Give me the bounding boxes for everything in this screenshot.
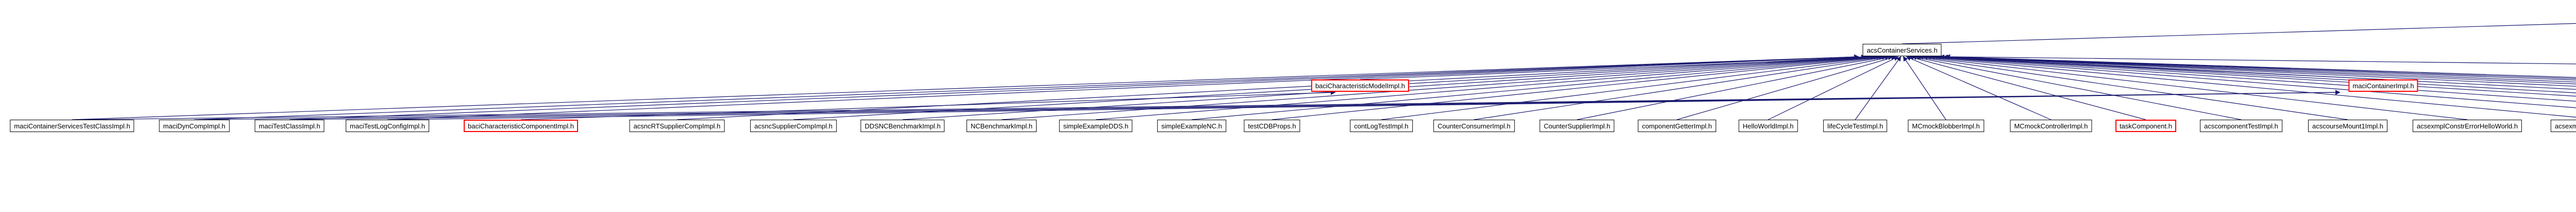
include-edge [1191,54,1882,120]
include-edge [1945,54,2576,85]
graph-node-mcMockBlobber[interactable]: MCmockBlobberImpl.h [1908,120,1984,132]
graph-node-acsContainerServices[interactable]: acsContainerServices.h [1862,44,1942,56]
graph-node-simpleExampleNC[interactable]: simpleExampleNC.h [1157,120,1226,132]
include-edge [1903,56,1946,120]
include-edge [1945,54,2576,79]
include-edge [1906,56,2052,120]
include-edge [1001,54,1876,120]
include-edge [1945,54,2576,83]
include-edge [1945,54,2576,80]
graph-node-maciTestLogConfig[interactable]: maciTestLogConfigImpl.h [346,120,429,132]
include-edge [1902,23,2576,44]
graph-node-ddsncBenchmark[interactable]: DDSNCBenchmarkImpl.h [860,120,945,132]
graph-node-ncBenchmark[interactable]: NCBenchmarkImpl.h [967,120,1037,132]
include-edge [1918,55,2468,120]
include-edge [394,90,2341,120]
graph-node-taskComponent[interactable]: taskComponent.h [2115,120,2176,132]
include-edge [1939,54,2576,90]
include-edge [676,54,1867,120]
include-edge [194,54,1859,120]
include-edge [1943,54,2576,87]
include-edge [1676,55,1896,120]
graph-node-componentGetter[interactable]: componentGetterImpl.h [1638,120,1716,132]
include-edge [1922,54,2576,118]
include-edge [1933,54,2576,97]
graph-node-acsncRTSupplierComp[interactable]: acsncRTSupplierCompImpl.h [629,120,725,132]
include-edge [1272,55,1884,120]
graph-node-maciDynComp[interactable]: maciDynCompImpl.h [159,120,230,132]
include-edge [72,54,1859,120]
graph-node-baciCharacteristicModelImpl[interactable]: baciCharacteristicModelImpl.h [1311,79,1410,92]
graph-node-maciContainerImpl[interactable]: maciContainerImpl.h [2348,79,2418,92]
include-edge [520,90,1336,120]
graph-node-counterSupplier[interactable]: CounterSupplierImpl.h [1539,120,1615,132]
include-edge [1926,54,2576,108]
graph-node-acscourseMount1[interactable]: acscourseMount1Impl.h [2308,120,2388,132]
include-edge [1908,55,2146,120]
graph-node-counterConsumer[interactable]: CounterConsumerImpl.h [1433,120,1515,132]
graph-node-helloWorld[interactable]: HelloWorldImpl.h [1738,120,1798,132]
include-edge [289,54,1859,120]
include-edge [1914,55,2348,120]
include-edge [1936,54,2576,93]
include-edge [1945,54,2576,78]
include-edge [1768,56,1899,120]
include-edge [387,54,1859,120]
include-edge [1381,55,1888,120]
include-edge [1577,55,1893,120]
graph-node-acsexmplConstrError[interactable]: acsexmplConstrErrorHelloWorld.h [2412,120,2522,132]
graph-node-contLogTest[interactable]: contLogTestImpl.h [1350,120,1413,132]
graph-node-acsexmplErrorComponent[interactable]: acsexmplErrorComponentImpl.h [2550,120,2576,132]
graph-node-acsncSupplierComp[interactable]: acsncSupplierCompImpl.h [750,120,837,132]
graph-node-mcMockController[interactable]: MCmockControllerImpl.h [2010,120,2092,132]
include-edge [1473,55,1890,120]
graph-node-maciTestClass[interactable]: maciTestClassImpl.h [255,120,325,132]
include-edge [1095,54,1879,120]
graph-node-lifeCycleTest[interactable]: lifeCycleTestImpl.h [1823,120,1888,132]
graph-node-acscomponentTest[interactable]: acscomponentTestImpl.h [2200,120,2282,132]
graph-node-simpleExampleDDS[interactable]: simpleExampleDDS.h [1059,120,1133,132]
graph-node-testCDBProps[interactable]: testCDBProps.h [1244,120,1300,132]
include-edge [1945,54,2576,64]
graph-node-mcsTestClass[interactable]: maciContainerServicesTestClassImpl.h [10,120,134,132]
include-edge [1855,56,1902,120]
graph-node-baciCharComponent[interactable]: baciCharacteristicComponentImpl.h [464,120,578,132]
include-edge [1911,55,2242,120]
